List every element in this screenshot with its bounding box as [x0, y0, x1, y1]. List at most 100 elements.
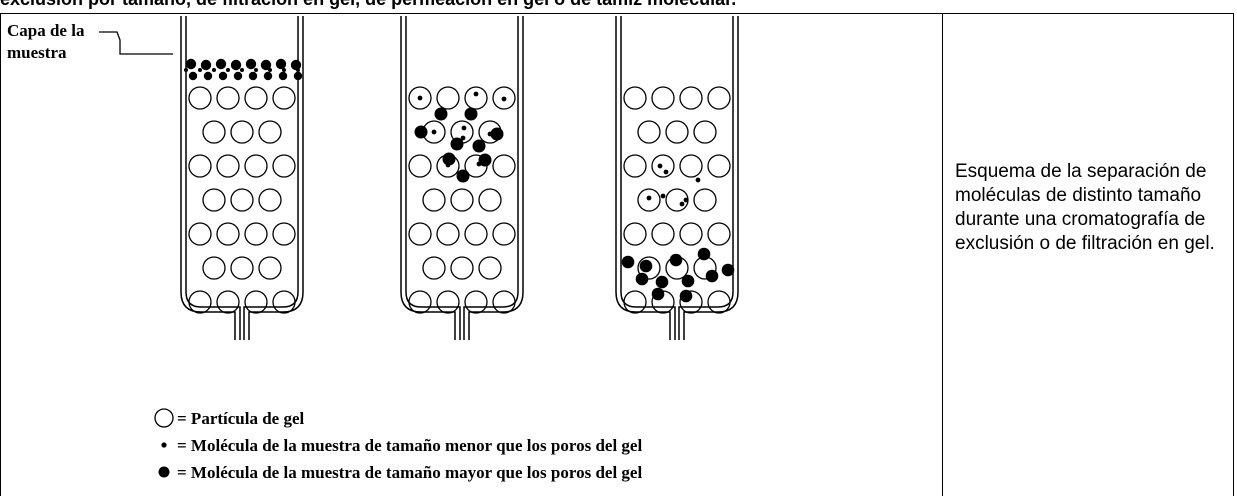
column-2-gel-particle: [464, 86, 488, 110]
column-1-small-molecule: [254, 68, 258, 72]
column-1-gel-particle: [258, 120, 282, 144]
column-3-gel-particle: [637, 120, 661, 144]
column-1-gel-particle: [244, 86, 268, 110]
sample-layer-label-line1: Capa de la: [7, 21, 85, 40]
column-3-large-molecule: [639, 259, 653, 273]
column-2-small-molecule: [487, 131, 493, 137]
column-1-small-molecule: [282, 68, 286, 72]
column-2-gel-particle: [492, 290, 516, 314]
column-2-gel-particle: [492, 154, 516, 178]
column-1-gel-particle: [244, 154, 268, 178]
column-1-large-molecule: [233, 71, 243, 81]
column-3-small-molecule: [660, 193, 666, 199]
column-3-gel-particle: [693, 120, 717, 144]
column-3-large-molecule: [681, 274, 695, 288]
column-3-gel-particle: [651, 154, 675, 178]
column-2-gel-particle: [464, 222, 488, 246]
column-1-gel-particle: [202, 256, 226, 280]
column-1-gel-particle: [188, 86, 212, 110]
column-2-gel-particle: [408, 86, 432, 110]
column-2-gel-particle: [450, 256, 474, 280]
gel-filtration-diagram: Capa de la muestra = Partícula de gel = …: [7, 16, 739, 482]
column-1-gel-particle: [244, 222, 268, 246]
column-1-gel-particle: [272, 222, 296, 246]
legend-item-large-molecule: = Molécula de la muestra de tamaño mayor…: [177, 463, 642, 482]
column-1-large-molecule: [185, 58, 197, 70]
column-1-gel-particle: [216, 290, 240, 314]
column-3-gel-particle: [679, 154, 703, 178]
column-1-small-molecule: [296, 68, 300, 72]
column-2-small-molecule: [445, 162, 451, 168]
column-2-small-molecule: [431, 129, 437, 135]
column-1-wall-outer: [180, 16, 304, 340]
column-1-large-molecule: [200, 59, 212, 71]
column-1-small-molecule: [268, 68, 272, 72]
column-3-large-molecule: [635, 272, 649, 286]
column-3-small-molecule: [679, 201, 685, 207]
column-1-gel-particle: [244, 290, 268, 314]
column-3-large-molecule: [721, 263, 735, 277]
column-1-large-molecule: [203, 71, 213, 81]
column-3-small-molecule: [683, 197, 689, 203]
column-2-large-molecule: [490, 127, 504, 141]
column-1-small-molecule: [212, 68, 216, 72]
column-3-large-molecule: [697, 247, 711, 261]
column-3-small-molecule: [657, 163, 663, 169]
column-2-gel-particle: [436, 290, 460, 314]
column-2-small-molecule: [476, 161, 482, 167]
column-1-small-molecule: [198, 68, 202, 72]
column-1-gel-particle: [202, 188, 226, 212]
column-1-large-molecule: [218, 71, 228, 81]
column-3-gel-particle: [623, 154, 647, 178]
column-2-wall-outer: [400, 16, 524, 340]
column-1-gel-particle: [202, 120, 226, 144]
column-3-gel-particle: [665, 120, 689, 144]
legend-item-small-molecule: = Molécula de la muestra de tamaño menor…: [177, 436, 642, 455]
column-2-large-molecule: [456, 169, 470, 183]
column-1-gel-particle: [258, 188, 282, 212]
column-2-gel-particle: [436, 86, 460, 110]
column-1-gel-particle: [216, 86, 240, 110]
header-text: exclusión por tamaño, de filtración en g…: [0, 0, 1237, 9]
sample-layer-leader-line: [99, 31, 173, 55]
column-3-gel-particle: [637, 188, 661, 212]
column-2-gel-particle: [492, 222, 516, 246]
column-2-gel-particle: [478, 188, 502, 212]
column-1-gel-particle: [188, 290, 212, 314]
column-contents: [184, 58, 735, 314]
column-2-gel-particle: [422, 188, 446, 212]
column-2-gel-particle: [422, 256, 446, 280]
column-1-gel-particle: [258, 256, 282, 280]
legend: = Partícula de gel = Molécula de la mues…: [154, 408, 642, 482]
column-3-large-molecule: [655, 275, 669, 289]
column-3-small-molecule: [695, 177, 701, 183]
column-3-gel-particle: [693, 188, 717, 212]
column-1-large-molecule: [263, 71, 273, 81]
column-2-small-molecule: [417, 95, 423, 101]
columns-group: [180, 16, 739, 340]
column-1-gel-particle: [230, 256, 254, 280]
column-3-gel-particle: [679, 86, 703, 110]
column-1-gel-particle: [230, 188, 254, 212]
column-3-large-molecule: [651, 287, 665, 301]
column-1-large-molecule: [293, 71, 303, 81]
column-divider: [942, 13, 943, 496]
sample-layer-label-line2: muestra: [7, 43, 67, 62]
column-1-small-molecule: [184, 68, 188, 72]
column-1-large-molecule: [260, 59, 272, 71]
column-3-large-molecule: [705, 269, 719, 283]
column-2-large-molecule: [414, 125, 428, 139]
column-3-gel-particle: [623, 222, 647, 246]
column-1-large-molecule: [290, 59, 302, 71]
column-2-small-molecule: [461, 125, 467, 131]
column-1-large-molecule: [215, 58, 227, 70]
column-1-small-molecule: [226, 68, 230, 72]
column-3-gel-particle: [679, 222, 703, 246]
column-3-gel-particle: [623, 290, 647, 314]
column-3-wall-inner: [620, 16, 734, 340]
figure-caption: Esquema de la separación de moléculas de…: [955, 161, 1215, 254]
column-2-gel-particle: [408, 154, 432, 178]
column-3-large-molecule: [679, 289, 693, 303]
column-1-gel-particle: [272, 86, 296, 110]
column-2-gel-particle: [464, 290, 488, 314]
